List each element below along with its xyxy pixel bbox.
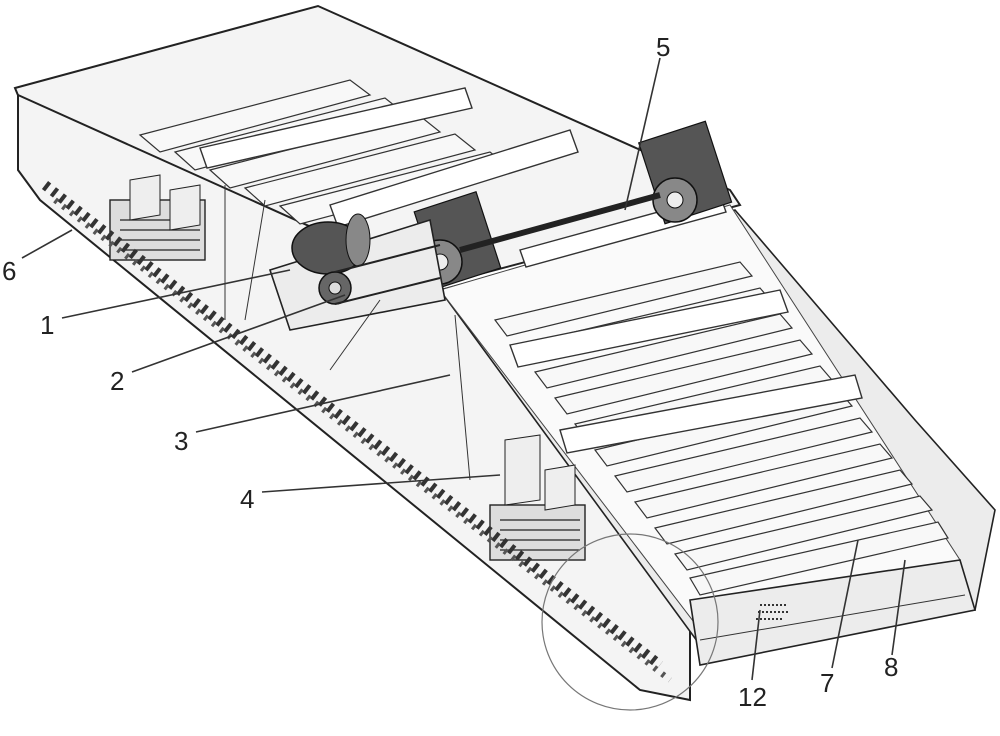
label-4: 4 (240, 484, 254, 514)
leader-4 (261, 474, 501, 493)
leader-3 (195, 374, 451, 433)
detail-circle (541, 533, 719, 711)
discharge-end (689, 559, 977, 666)
leader-lines (21, 57, 906, 681)
cross-tube-4 (559, 374, 863, 454)
leader-5 (624, 57, 661, 211)
bolt-row (41, 181, 672, 683)
cross-tubes (199, 87, 863, 454)
leader-6 (21, 229, 73, 259)
cross-tube-2 (329, 129, 579, 228)
motor-drive (268, 213, 446, 331)
leader-8 (891, 559, 906, 656)
cross-tube-3 (509, 289, 789, 368)
label-12: 12 (738, 682, 767, 712)
leader-2 (131, 294, 346, 373)
label-1: 1 (40, 310, 54, 340)
machine-body (13, 4, 996, 702)
label-3: 3 (174, 426, 188, 456)
leader-12 (751, 609, 761, 681)
label-2: 2 (110, 366, 124, 396)
frame-braces (224, 185, 471, 481)
cross-tube-1 (199, 87, 473, 169)
spring-support-rear (109, 174, 206, 261)
callout-labels: 6 1 2 3 4 5 12 7 8 (2, 32, 898, 712)
label-5: 5 (656, 32, 670, 62)
label-7: 7 (820, 668, 834, 698)
leader-7 (831, 539, 859, 669)
label-8: 8 (884, 652, 898, 682)
leader-1 (61, 269, 291, 319)
perforation-pattern (756, 604, 788, 620)
label-6: 6 (2, 256, 16, 286)
